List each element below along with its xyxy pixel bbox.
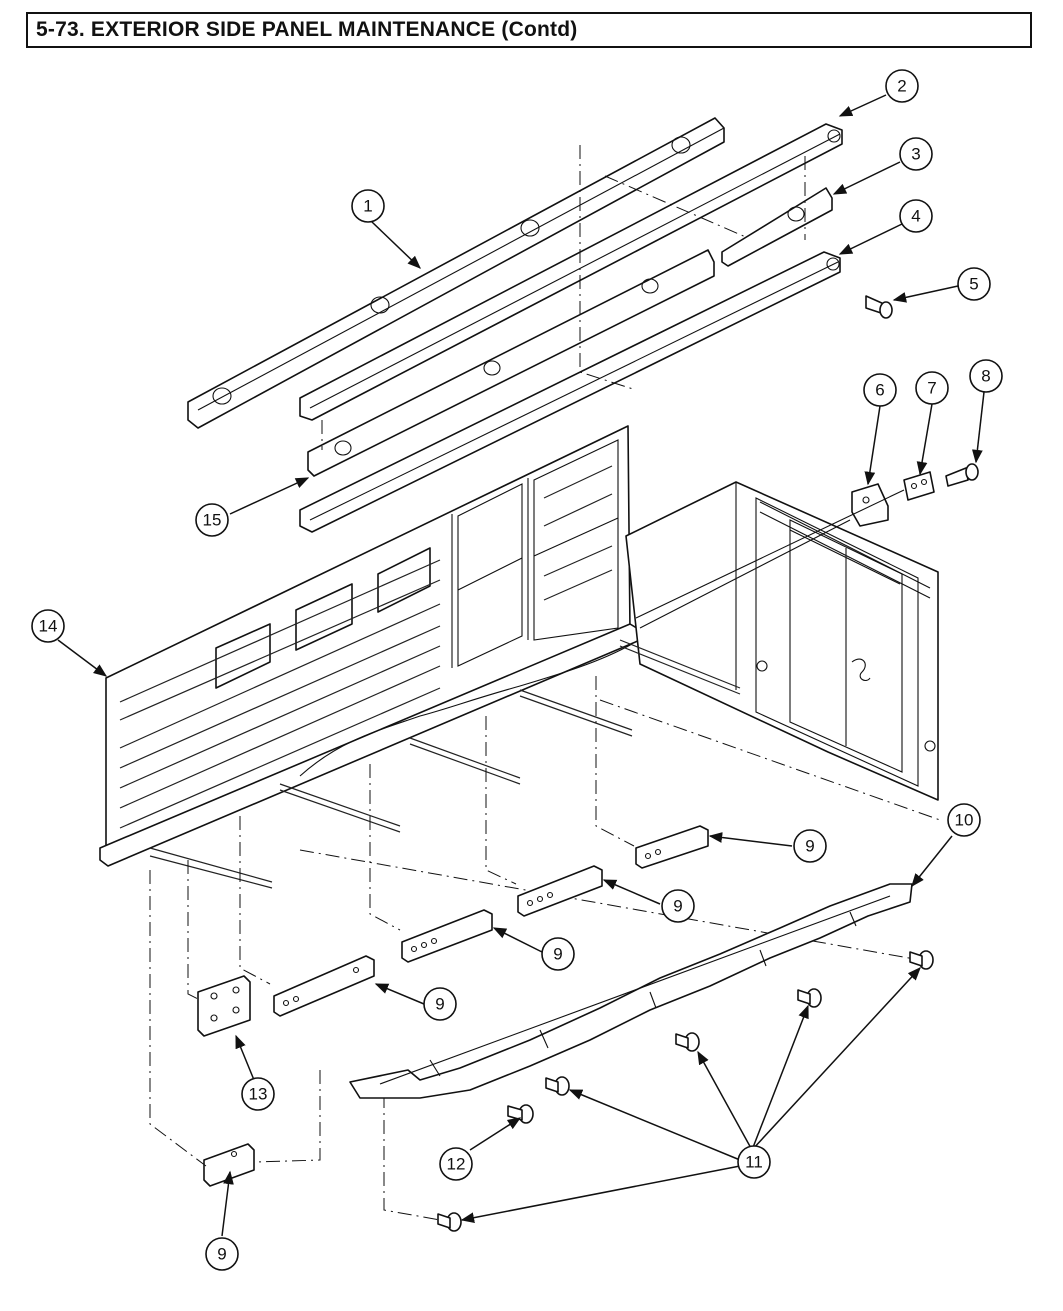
screw-11d [545,1076,570,1096]
callout-7: 7 [915,371,949,405]
svg-text:4: 4 [911,207,920,226]
floor-crossmembers [149,639,741,889]
svg-text:5: 5 [969,275,978,294]
svg-text:3: 3 [911,145,920,164]
hinge-6 [851,483,889,527]
callout-4: 4 [899,199,933,233]
page-title: 5-73. EXTERIOR SIDE PANEL MAINTENANCE (C… [26,12,1032,48]
callout-9-d: 9 [423,987,457,1021]
svg-text:2: 2 [897,77,906,96]
svg-text:10: 10 [955,811,974,830]
svg-text:11: 11 [745,1153,763,1172]
svg-text:9: 9 [217,1245,226,1264]
callout-13: 13 [241,1077,275,1111]
callout-3: 3 [899,137,933,171]
svg-text:7: 7 [927,379,936,398]
body-box [625,481,939,801]
rail-1 [187,117,725,429]
bracket-9a [635,825,709,869]
rail-15 [307,249,715,477]
screw-11a [909,950,934,970]
callout-1: 1 [351,189,385,223]
svg-text:15: 15 [203,511,222,530]
svg-text:13: 13 [249,1085,268,1104]
screw-5 [865,295,893,319]
svg-text:12: 12 [447,1155,466,1174]
callout-14: 14 [31,609,65,643]
callout-9-a: 9 [793,829,827,863]
screw-8 [945,463,979,487]
bracket-9c [401,909,493,963]
callout-9-c: 9 [541,937,575,971]
svg-text:1: 1 [363,197,372,216]
callout-5: 5 [957,267,991,301]
callout-9-b: 9 [661,889,695,923]
screw-11b [797,988,822,1008]
screw-11e [437,1212,462,1232]
screw-11c [675,1032,700,1052]
svg-text:9: 9 [673,897,682,916]
callout-9-e: 9 [205,1237,239,1271]
rail-3 [721,187,833,267]
screw-12 [507,1104,534,1124]
callout-15: 15 [195,503,229,537]
bracket-13 [197,975,251,1037]
bracket-9e [203,1143,255,1187]
side-panel-14 [99,425,641,867]
callout-12: 12 [439,1147,473,1181]
callout-8: 8 [969,359,1003,393]
rail-2 [299,123,843,421]
bracket-9d [273,955,375,1017]
callout-10: 10 [947,803,981,837]
svg-text:9: 9 [435,995,444,1014]
callout-6: 6 [863,373,897,407]
svg-text:9: 9 [805,837,814,856]
svg-text:9: 9 [553,945,562,964]
hinge-7 [903,471,935,501]
rail-4 [299,251,841,533]
callout-11: 11 [737,1145,771,1179]
bracket-9b [517,865,603,917]
svg-text:14: 14 [39,617,58,636]
svg-text:8: 8 [981,367,990,386]
callout-2: 2 [885,69,919,103]
lower-rail-10 [349,883,913,1099]
svg-text:6: 6 [875,381,884,400]
